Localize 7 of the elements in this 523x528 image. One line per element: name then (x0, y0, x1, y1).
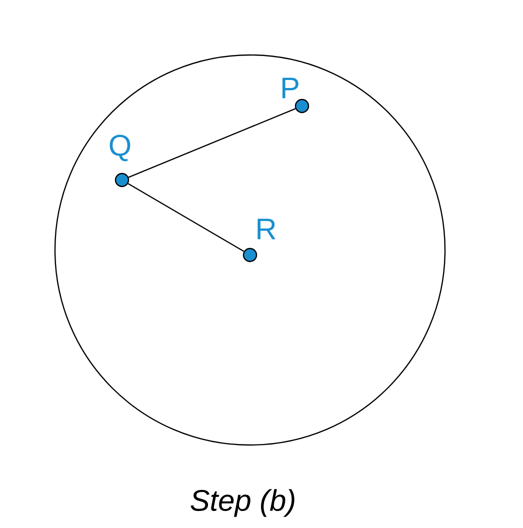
line (128, 108, 296, 178)
point-label: R (258, 218, 276, 240)
caption: Step (b) (190, 489, 294, 517)
circle-outline (54, 54, 446, 446)
point-label: Q (110, 134, 130, 162)
point-label: P (282, 78, 298, 98)
line (128, 183, 244, 252)
